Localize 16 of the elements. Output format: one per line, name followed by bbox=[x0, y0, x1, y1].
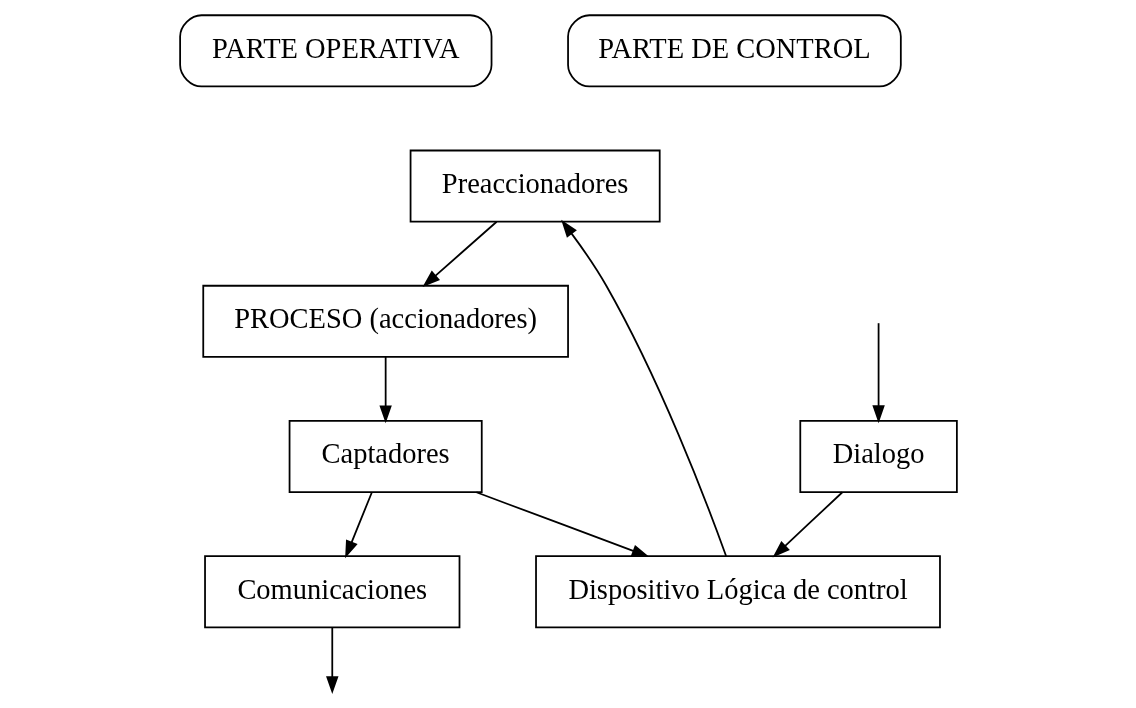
node-box: Captadores bbox=[288, 420, 483, 494]
arrow bbox=[378, 356, 392, 424]
arrow bbox=[560, 219, 727, 557]
node-box: Comunicaciones bbox=[203, 555, 460, 629]
node-box: PARTE OPERATIVA bbox=[178, 14, 492, 88]
node-box: PROCESO (accionadores) bbox=[201, 284, 569, 358]
arrow bbox=[871, 322, 885, 424]
arrow bbox=[772, 491, 843, 558]
node-box: Preaccionadores bbox=[409, 149, 661, 223]
arrow bbox=[344, 491, 373, 559]
node-box: Dispositivo Lógica de control bbox=[534, 555, 941, 629]
node-box: PARTE DE CONTROL bbox=[566, 14, 902, 88]
arrow bbox=[475, 491, 649, 557]
node-box: Dialogo bbox=[798, 420, 958, 494]
arrow bbox=[422, 220, 498, 288]
arrow bbox=[325, 626, 338, 695]
